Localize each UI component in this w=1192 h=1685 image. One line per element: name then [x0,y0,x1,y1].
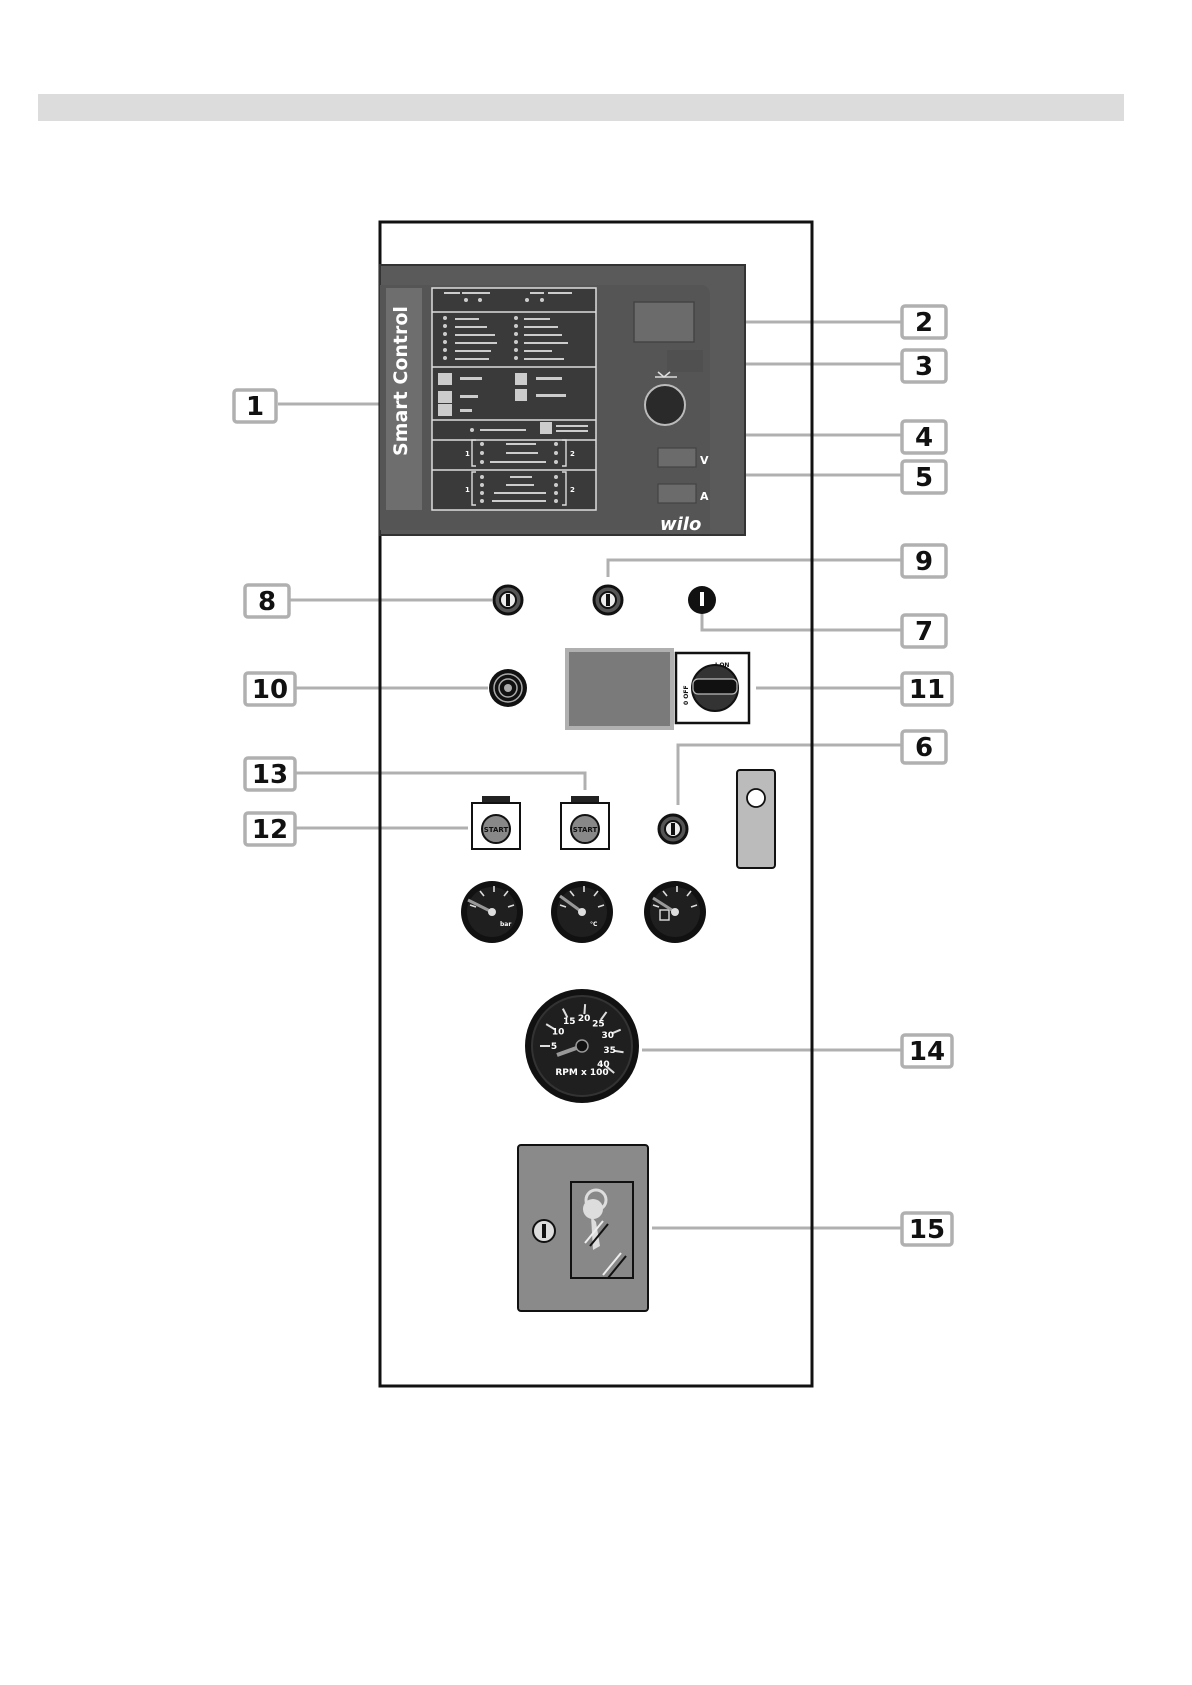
callout-number: 4 [915,423,933,453]
switch-mount-plate [567,650,672,728]
key-switch-15[interactable] [518,1145,648,1311]
main-switch-11[interactable]: I ON 0 OFF [676,653,749,723]
ammeter-display [658,484,696,503]
callout-number: 15 [909,1215,945,1245]
svg-text:1: 1 [465,486,470,494]
tach-tick-label: 25 [592,1019,605,1029]
start-button-12[interactable]: START [472,796,520,849]
lamp-9[interactable] [594,586,622,614]
callout-number: 13 [252,760,288,790]
voltmeter-display [658,448,696,467]
tach-tick-label: 20 [578,1014,591,1024]
tach-tick [584,1004,585,1014]
callout-4: 4 [902,421,946,453]
horn-10 [489,669,527,707]
callout-1: 1 [234,390,276,422]
start-button-13[interactable]: START [561,796,609,849]
brand-logo: wilo [660,514,701,535]
lamp-8[interactable] [494,586,522,614]
callout-9: 9 [902,545,946,577]
callout-number: 14 [909,1037,945,1067]
amp-unit: A [700,490,709,503]
tach-tick-label: 30 [602,1031,615,1041]
callout-6: 6 [902,731,946,763]
door-handle[interactable] [737,770,775,868]
svg-text:bar: bar [500,921,511,928]
tach-tick-label: 5 [551,1042,557,1052]
tach-unit-label: RPM x 100 [555,1068,608,1078]
callout-12: 12 [245,813,295,845]
fuel-gauge [644,881,706,943]
display-module: Smart Control [380,265,745,535]
callout-number: 2 [915,308,933,338]
svg-text:START: START [484,826,509,834]
callout-number: 6 [915,733,933,763]
temperature-gauge: °C [551,881,613,943]
callout-5: 5 [902,461,946,493]
indicator-window [667,350,703,372]
callout-3: 3 [902,350,946,382]
tach-tick-label: 10 [552,1027,565,1037]
display-window [634,302,694,342]
callout-number: 7 [915,617,933,647]
lamp-6[interactable] [659,815,687,843]
tach-tick-label: 15 [563,1017,576,1027]
callout-14: 14 [902,1035,952,1067]
callout-13: 13 [245,758,295,790]
callout-number: 5 [915,463,933,493]
callout-number: 8 [258,587,276,617]
callout-7: 7 [902,615,946,647]
emergency-stop-7[interactable] [688,586,716,614]
svg-text:2: 2 [570,486,575,494]
tach-tick-label: 35 [603,1046,616,1056]
svg-text:2: 2 [570,450,575,458]
callout-15: 15 [902,1213,952,1245]
callout-10: 10 [245,673,295,705]
callout-number: 10 [252,675,288,705]
callout-11: 11 [902,673,952,705]
callout-2: 2 [902,306,946,338]
svg-text:°C: °C [590,921,598,928]
side-label: Smart Control [390,306,412,456]
callout-number: 11 [909,675,945,705]
callout-number: 9 [915,547,933,577]
oil-pressure-gauge: bar [461,881,523,943]
callout-number: 1 [246,392,264,422]
svg-text:1: 1 [465,450,470,458]
callout-8: 8 [245,585,289,617]
callout-number: 12 [252,815,288,845]
callout-number: 3 [915,352,933,382]
svg-text:START: START [573,826,598,834]
switch-off-label: 0 OFF [683,685,690,705]
volt-unit: V [700,454,709,467]
